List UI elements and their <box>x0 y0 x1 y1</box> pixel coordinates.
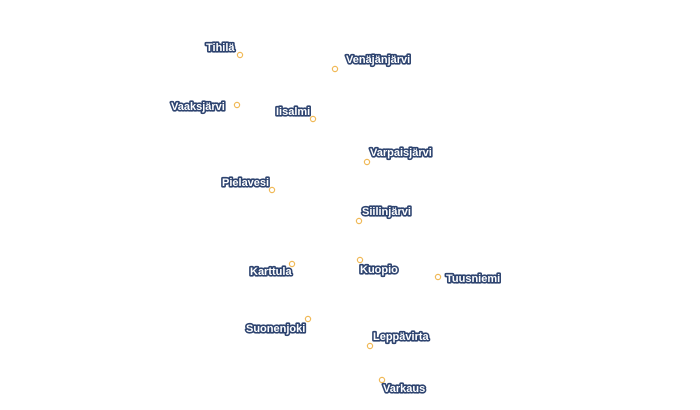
place-tuusniemi[interactable]: Tuusniemi <box>434 271 502 287</box>
place-label: Siilinjärvi <box>362 206 411 218</box>
place-marker[interactable] <box>309 115 317 123</box>
place-marker[interactable] <box>268 186 276 194</box>
place-leppavirta[interactable]: Leppävirta <box>366 329 431 350</box>
place-label: Karttula <box>250 266 292 278</box>
place-marker[interactable] <box>304 315 312 323</box>
place-karttula[interactable]: Karttula <box>248 260 296 280</box>
place-kuopio[interactable]: Kuopio <box>356 256 400 278</box>
place-vaaksjarvi[interactable]: Vaaksjärvi <box>169 99 241 115</box>
place-label: Leppävirta <box>373 331 430 343</box>
place-label: Varpaisjärvi <box>370 147 432 159</box>
place-varkaus[interactable]: Varkaus <box>378 376 427 397</box>
place-label: Kuopio <box>360 264 398 276</box>
place-label: Pielavesi <box>222 177 269 189</box>
place-label: Varkaus <box>383 383 425 395</box>
place-marker[interactable] <box>331 65 339 73</box>
place-marker[interactable] <box>355 217 363 225</box>
place-label: Suonenjoki <box>246 323 305 335</box>
place-marker[interactable] <box>366 342 374 350</box>
place-suonenjoki[interactable]: Suonenjoki <box>244 315 312 337</box>
place-pielavesi[interactable]: Pielavesi <box>220 175 276 194</box>
place-marker[interactable] <box>363 158 371 166</box>
place-label: Tihilä <box>206 42 235 54</box>
place-venajanjarvi[interactable]: Venäjänjärvi <box>331 52 412 73</box>
place-marker[interactable] <box>288 260 296 268</box>
place-marker[interactable] <box>356 256 364 264</box>
place-varpaisjarvi[interactable]: Varpaisjärvi <box>363 145 433 166</box>
place-marker[interactable] <box>378 376 386 384</box>
place-siilinjarvi[interactable]: Siilinjärvi <box>355 204 413 225</box>
place-label: Iisalmi <box>276 106 310 118</box>
place-tihila[interactable]: Tihilä <box>204 40 244 59</box>
place-iisalmi[interactable]: Iisalmi <box>274 104 317 123</box>
place-label: Venäjänjärvi <box>346 54 410 66</box>
place-label: Tuusniemi <box>446 273 500 285</box>
place-label: Vaaksjärvi <box>171 101 225 113</box>
place-marker[interactable] <box>434 273 442 281</box>
place-marker[interactable] <box>233 101 241 109</box>
place-marker[interactable] <box>236 51 244 59</box>
